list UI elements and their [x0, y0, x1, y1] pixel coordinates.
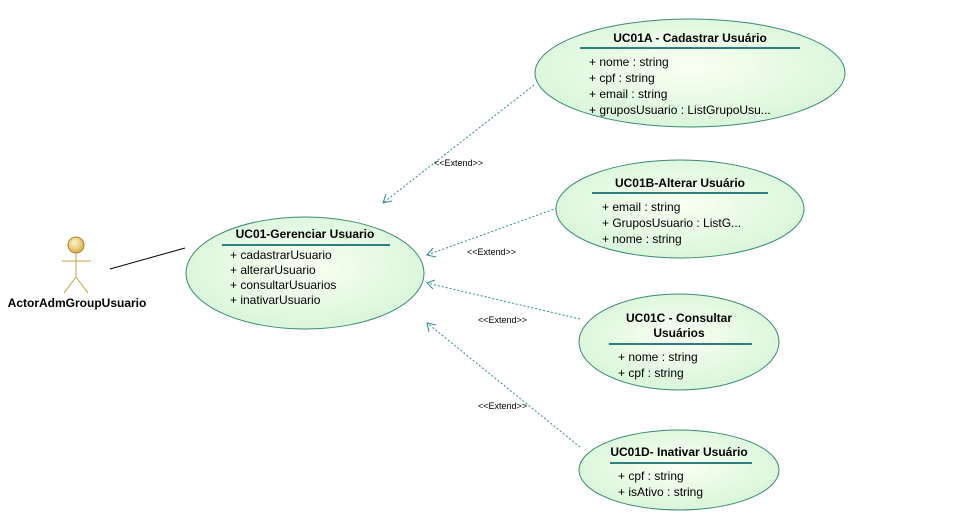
attribute-item: + cpf : string — [618, 469, 684, 483]
use-case-uc01c-title-line2: Usuários — [653, 326, 705, 340]
attribute-item: + email : string — [589, 87, 667, 101]
actor-label: ActorAdmGroupUsuario — [8, 296, 147, 310]
use-case-uc01d-title: UC01D- Inativar Usuário — [610, 445, 747, 459]
use-case-uc01b[interactable]: UC01B-Alterar Usuário + email : string +… — [555, 159, 805, 259]
attribute-item: + email : string — [602, 200, 680, 214]
attribute-item: + gruposUsuario : ListGrupoUsu... — [589, 103, 771, 117]
operation-item: + alterarUsuario — [230, 263, 316, 277]
operation-item: + cadastrarUsuario — [230, 248, 332, 262]
attribute-item: + GruposUsuario : ListG... — [602, 216, 741, 230]
attribute-item: + nome : string — [602, 232, 682, 246]
stick-figure-actor-icon — [62, 236, 91, 294]
extend-relation-c: <<Extend>> — [426, 279, 581, 325]
extend-relation-d: <<Extend>> — [426, 322, 581, 448]
extend-label-b: <<Extend>> — [467, 247, 516, 257]
use-case-uc01d[interactable]: UC01D- Inativar Usuário + cpf : string +… — [578, 429, 780, 511]
use-case-main[interactable]: UC01-Gerenciar Usuario + cadastrarUsuari… — [185, 216, 425, 330]
attribute-item: + nome : string — [618, 350, 698, 364]
operation-item: + inativarUsuario — [230, 293, 321, 307]
extend-relation-a: <<Extend>> — [382, 84, 535, 204]
use-case-main-title: UC01-Gerenciar Usuario — [236, 227, 375, 241]
extend-relation-b: <<Extend>> — [426, 207, 558, 258]
use-case-uc01c-title: UC01C - Consultar — [626, 311, 732, 325]
attribute-item: + cpf : string — [589, 71, 655, 85]
association-line — [109, 247, 186, 270]
attribute-item: + nome : string — [589, 55, 669, 69]
extend-label-d: <<Extend>> — [478, 401, 527, 411]
actor[interactable]: ActorAdmGroupUsuario — [8, 236, 147, 310]
use-case-uc01c[interactable]: UC01C - Consultar Usuários + nome : stri… — [578, 293, 780, 391]
extend-label-a: <<Extend>> — [434, 158, 483, 168]
extend-label-c: <<Extend>> — [478, 315, 527, 325]
use-case-uc01a[interactable]: UC01A - Cadastrar Usuário + nome : strin… — [534, 18, 846, 128]
operation-item: + consultarUsuarios — [230, 278, 336, 292]
attribute-item: + cpf : string — [618, 366, 684, 380]
use-case-uc01b-title: UC01B-Alterar Usuário — [615, 176, 745, 190]
attribute-item: + isAtivo : string — [618, 485, 703, 499]
use-case-uc01a-title: UC01A - Cadastrar Usuário — [613, 31, 767, 45]
